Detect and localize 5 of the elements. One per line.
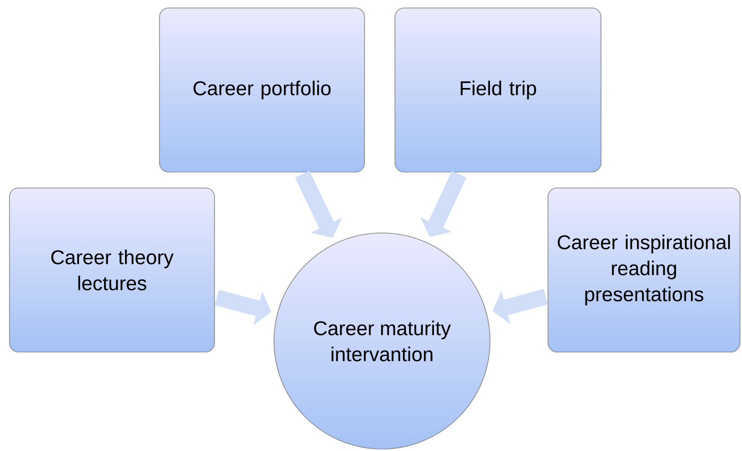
process-box: Career theory lectures	[9, 188, 215, 352]
process-box: Career portfolio	[159, 8, 365, 172]
process-box: Career inspirational reading presentations	[548, 188, 740, 352]
circle-node: Career maturity intervantion	[274, 232, 490, 450]
process-box: Field trip	[394, 8, 602, 172]
